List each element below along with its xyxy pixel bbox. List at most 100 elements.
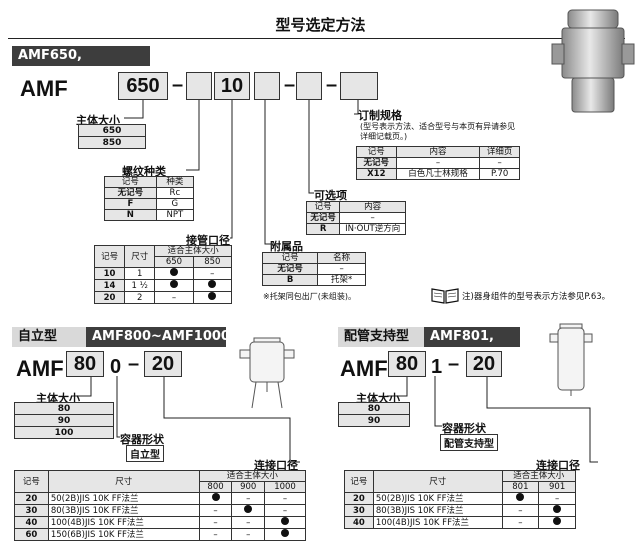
- s1-mto-desc1: (型号表示方法、适合型号与本页有异请参见: [360, 122, 516, 131]
- s3-container-label: 容器形状: [442, 422, 486, 435]
- th: 650: [154, 256, 194, 268]
- th: 850: [192, 256, 233, 268]
- th: 记号: [261, 252, 319, 264]
- cell: 无记号: [305, 212, 341, 224]
- cell: 2: [124, 291, 156, 304]
- s2-product-drawing: [239, 337, 295, 409]
- cell: 30: [344, 504, 374, 517]
- cell: [501, 492, 540, 505]
- s1-body-size-850: 850: [78, 136, 146, 149]
- code1-size-box: 650: [118, 72, 168, 100]
- cell: 无记号: [261, 263, 319, 275]
- cell: [264, 528, 306, 541]
- cell: Rc: [155, 187, 195, 199]
- th: 内容: [339, 201, 406, 213]
- cell: B: [261, 274, 319, 286]
- cell: N: [104, 209, 157, 221]
- cell: 30: [14, 504, 49, 517]
- th: 适合主体大小: [198, 470, 307, 482]
- s2-port-label: 连接口径: [254, 459, 298, 472]
- cell: 90: [338, 414, 410, 427]
- th: 尺寸: [124, 245, 156, 268]
- filled-dot-icon: [169, 280, 178, 288]
- th: 尺寸: [372, 470, 503, 493]
- filled-dot-icon: [281, 517, 289, 525]
- s3-container-value: 配管支持型: [440, 434, 498, 451]
- cell: [198, 492, 233, 505]
- cell: –: [264, 504, 306, 517]
- s1-option-label: 可选项: [314, 189, 347, 202]
- cell: 20: [93, 291, 126, 304]
- s1-ref-note: 注)器身组件的型号表示方法参见P.63。: [462, 292, 611, 302]
- filled-dot-icon: [244, 505, 253, 513]
- code3-mid: 1: [431, 356, 443, 378]
- cell: R: [305, 223, 341, 235]
- code1-prefix: AMF: [20, 76, 68, 101]
- book-icon: [431, 288, 459, 304]
- cell: F: [104, 198, 157, 210]
- code2-port-box: 20: [144, 351, 182, 377]
- cell: –: [231, 528, 266, 541]
- cell: 90: [14, 414, 114, 427]
- cell: 20: [14, 492, 49, 505]
- code3-size-box: 80: [388, 351, 426, 377]
- cell: 无记号: [104, 187, 157, 199]
- cell: 80(3B)JIS 10K FF法兰: [47, 504, 200, 517]
- cell: –: [339, 212, 406, 224]
- s1-body-size-table: 650 850: [78, 124, 146, 149]
- product-photo: [551, 9, 635, 113]
- cell: 80: [338, 402, 410, 415]
- cell: 100(4B)JIS 10K FF法兰: [372, 516, 503, 529]
- cell: 20: [344, 492, 374, 505]
- cell: 40: [344, 516, 374, 529]
- filled-dot-icon: [208, 292, 217, 300]
- th: 记号: [104, 176, 157, 188]
- cell: –: [192, 267, 233, 280]
- code1-mto-box: [340, 72, 378, 100]
- th: 800: [198, 481, 233, 493]
- cell: 80: [14, 402, 114, 415]
- cell: NPT: [155, 209, 195, 221]
- cell: 40: [14, 516, 49, 529]
- th: 名称: [317, 252, 366, 264]
- s3-port-label: 连接口径: [536, 459, 580, 472]
- code2-dash: –: [128, 353, 140, 375]
- s1-mto-label: 订制规格: [358, 109, 402, 122]
- section1-header: AMF650, AMF850: [12, 46, 150, 83]
- filled-dot-icon: [516, 493, 525, 501]
- cell: [538, 516, 576, 529]
- cell: –: [479, 157, 520, 169]
- th: 记号: [305, 201, 341, 213]
- cell: –: [264, 492, 306, 505]
- code1-accessory-box: [254, 72, 280, 100]
- cell: 150(6B)JIS 10K FF法兰: [47, 528, 200, 541]
- th: 801: [501, 481, 540, 493]
- title-rule: [8, 38, 625, 39]
- th: 1000: [264, 481, 306, 493]
- cell: 白色凡士林规格: [395, 168, 481, 180]
- code1-dash: –: [172, 74, 184, 96]
- cell: 14: [93, 279, 126, 292]
- s3-type-label: 配管支持型: [338, 327, 424, 347]
- s1-accessory-note: ※托架同包出厂(未组装)。: [263, 292, 356, 301]
- code3-dash: –: [448, 353, 460, 375]
- cell: [192, 279, 233, 292]
- s1-body-size-650: 650: [78, 124, 146, 137]
- cell: –: [501, 504, 540, 517]
- cell: –: [231, 516, 266, 529]
- cell: 托架*: [317, 274, 366, 286]
- cell: –: [395, 157, 481, 169]
- cell: 100: [14, 426, 114, 439]
